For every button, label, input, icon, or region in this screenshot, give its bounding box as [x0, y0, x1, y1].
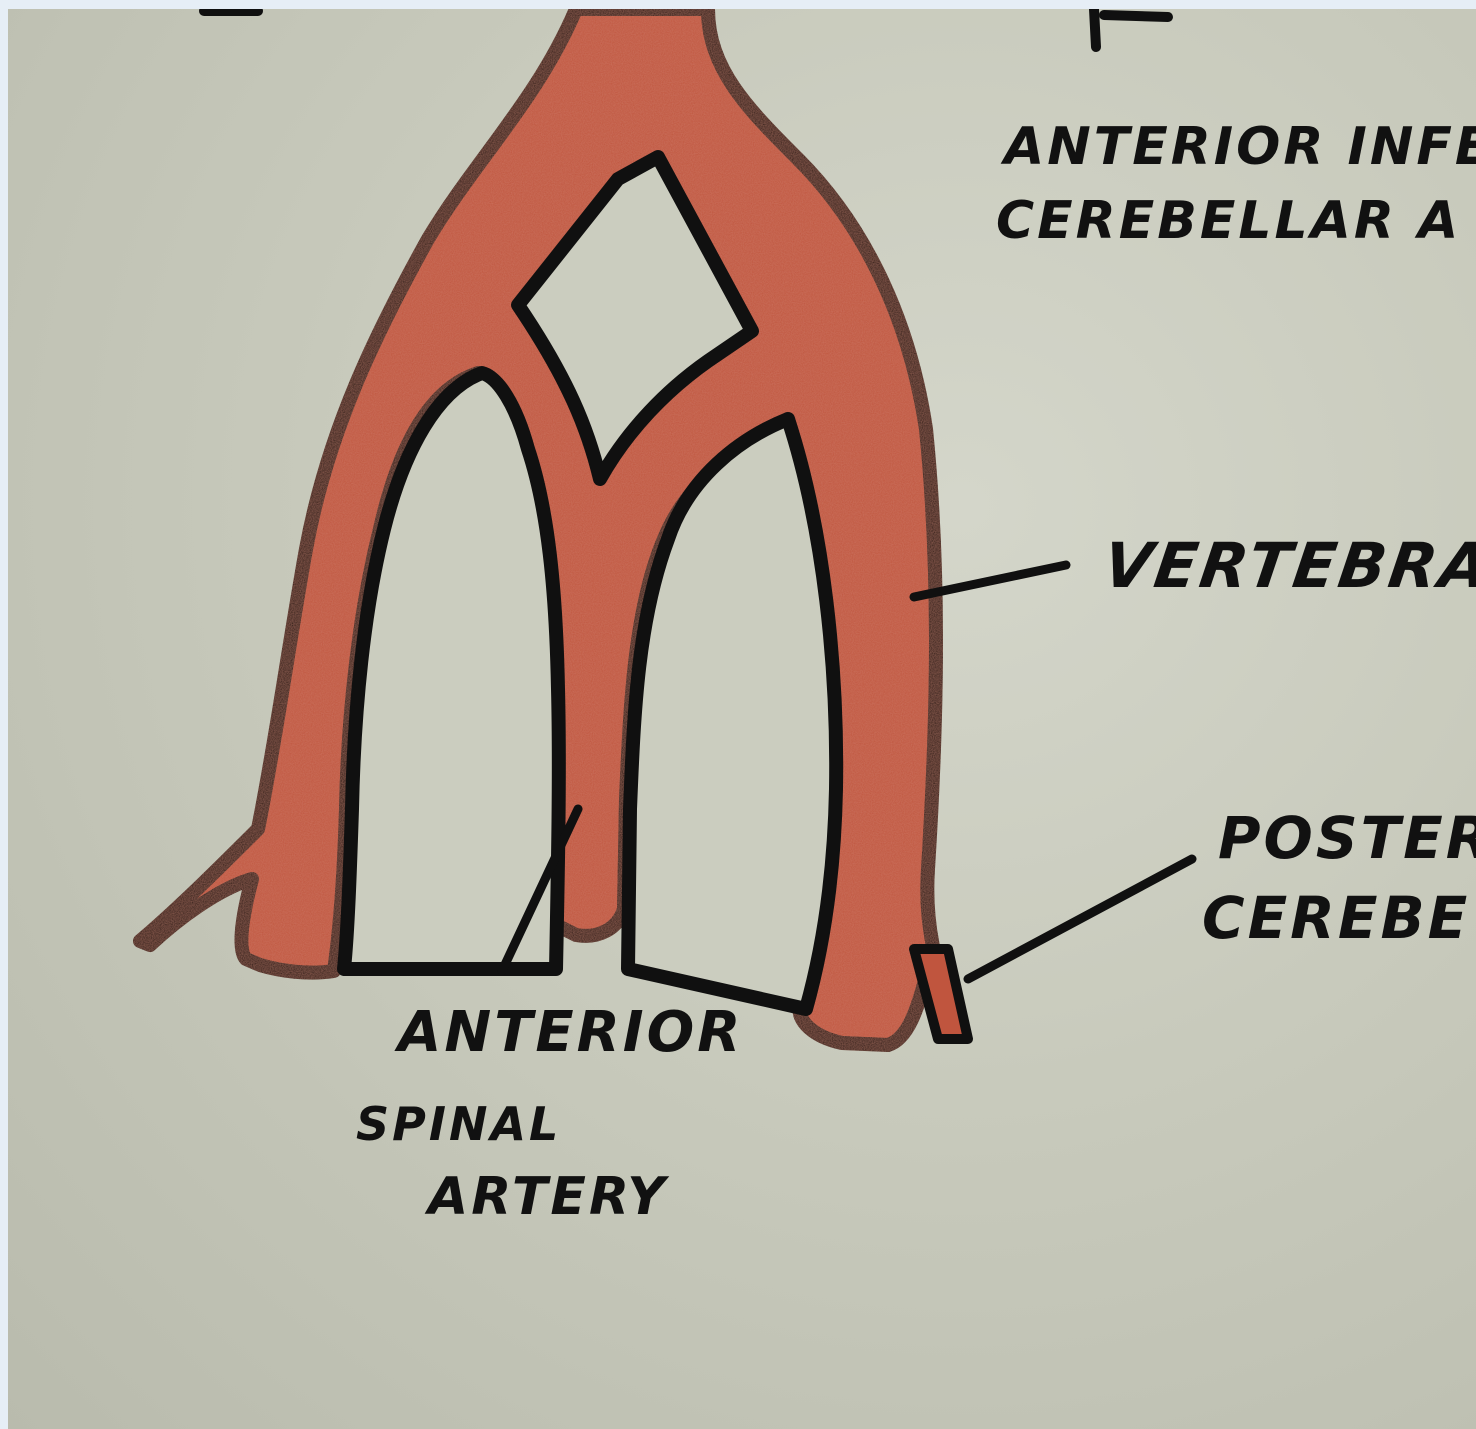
- vessel-group: [140, 9, 968, 1045]
- label-anterior-spinal-line2: SPINAL: [356, 1101, 561, 1147]
- paper-background: ANTERIOR INFER CEREBELLAR A VERTEBRAL PO…: [8, 9, 1476, 1429]
- label-anterior-spinal-line3: ARTERY: [428, 1171, 668, 1223]
- label-vertebral: VERTEBRAL: [1100, 535, 1476, 597]
- label-anterior-spinal-line1: ANTERIOR: [398, 1005, 743, 1061]
- label-anterior-inferior-cerebellar-line2: CEREBELLAR A: [996, 195, 1461, 247]
- pica-branch: [914, 949, 968, 1039]
- label-posterior-inferior-cerebellar-line2: CEREBE: [1202, 889, 1470, 947]
- label-posterior-inferior-cerebellar-line1: POSTERI: [1218, 809, 1476, 867]
- label-anterior-inferior-cerebellar-line1: ANTERIOR INFER: [1004, 121, 1476, 173]
- pica-leader-line: [968, 859, 1192, 979]
